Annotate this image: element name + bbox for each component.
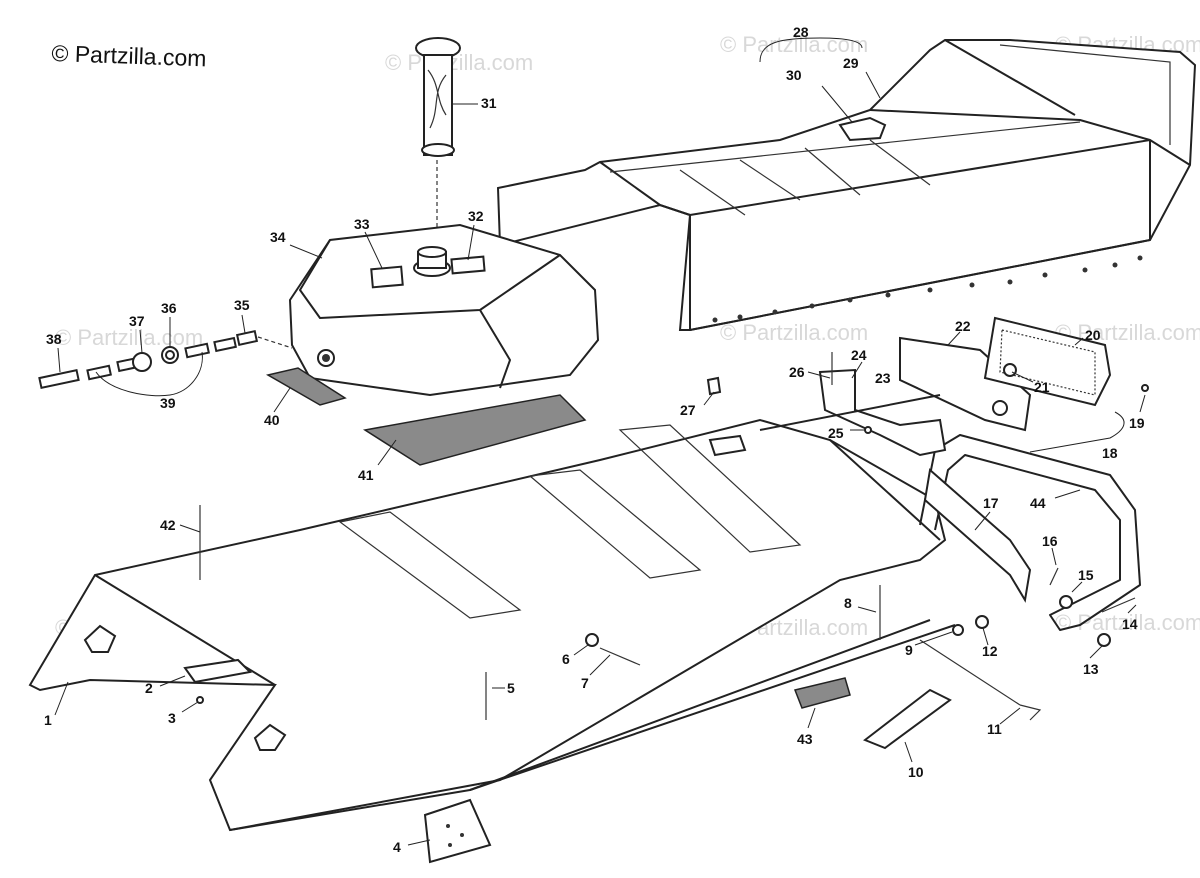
callout-1: 1 xyxy=(44,712,52,728)
callout-14: 14 xyxy=(1122,616,1138,632)
watermark: © Partzilla.com xyxy=(385,50,533,75)
watermark: © Partzilla.com xyxy=(720,32,868,57)
callout-34: 34 xyxy=(270,229,286,245)
callout-8: 8 xyxy=(844,595,852,611)
watermark: © Partzilla.com xyxy=(720,320,868,345)
callout-39: 39 xyxy=(160,395,176,411)
callout-23: 23 xyxy=(875,370,891,386)
callout-26: 26 xyxy=(789,364,805,380)
callout-32: 32 xyxy=(468,208,484,224)
watermark: © Partzilla.com xyxy=(1055,610,1200,635)
callout-37: 37 xyxy=(129,313,145,329)
callout-36: 36 xyxy=(161,300,177,316)
callout-7: 7 xyxy=(581,675,589,691)
callout-6: 6 xyxy=(562,651,570,667)
callout-29: 29 xyxy=(843,55,859,71)
callout-28: 28 xyxy=(793,24,809,40)
callout-15: 15 xyxy=(1078,567,1094,583)
callout-41: 41 xyxy=(358,467,374,483)
taillight-assembly xyxy=(899,316,1112,432)
callout-2: 2 xyxy=(145,680,153,696)
callout-30: 30 xyxy=(786,67,802,83)
taillight-bracket xyxy=(708,368,947,457)
rear-panel-17 xyxy=(923,468,1032,603)
callout-11: 11 xyxy=(987,721,1002,737)
skid-plate-4 xyxy=(423,798,492,864)
seat-emblem xyxy=(838,116,887,142)
pad-40 xyxy=(265,367,347,406)
callout-21: 21 xyxy=(1034,379,1050,395)
callout-16: 16 xyxy=(1042,533,1058,549)
callout-24: 24 xyxy=(851,347,867,363)
tank-pads xyxy=(265,367,587,466)
callout-43: 43 xyxy=(797,731,813,747)
rear-bumper xyxy=(919,434,1141,631)
tunnel-floor-pan xyxy=(28,418,947,832)
pad-41 xyxy=(362,394,587,466)
callout-10: 10 xyxy=(908,764,924,780)
callout-25: 25 xyxy=(828,425,844,441)
callout-13: 13 xyxy=(1083,661,1099,677)
callout-33: 33 xyxy=(354,216,370,232)
callout-35: 35 xyxy=(234,297,250,313)
watermark: © Partzilla.com xyxy=(55,325,203,350)
callout-20: 20 xyxy=(1085,327,1101,343)
fuel-line-assembly xyxy=(38,330,293,390)
callout-9: 9 xyxy=(905,642,913,658)
callout-12: 12 xyxy=(982,643,998,659)
callouts: 1 2 3 4 5 6 7 8 9 10 11 12 13 xyxy=(44,24,1146,855)
reflector-43 xyxy=(793,677,851,709)
callout-17: 17 xyxy=(983,495,999,511)
callout-27: 27 xyxy=(680,402,696,418)
callout-31: 31 xyxy=(481,95,497,111)
callout-22: 22 xyxy=(955,318,971,334)
callout-38: 38 xyxy=(46,331,62,347)
callout-4: 4 xyxy=(393,839,401,855)
callout-5: 5 xyxy=(507,680,515,696)
callout-42: 42 xyxy=(160,517,176,533)
fuel-tank xyxy=(288,223,600,397)
callout-18: 18 xyxy=(1102,445,1118,461)
bracket-10 xyxy=(862,688,952,750)
callout-3: 3 xyxy=(168,710,176,726)
rear-axle-11 xyxy=(469,624,1042,791)
seat-assembly xyxy=(496,39,1197,331)
seat-rivets xyxy=(712,255,1143,323)
callout-19: 19 xyxy=(1129,415,1145,431)
callout-44: 44 xyxy=(1030,495,1046,511)
callout-40: 40 xyxy=(264,412,280,428)
